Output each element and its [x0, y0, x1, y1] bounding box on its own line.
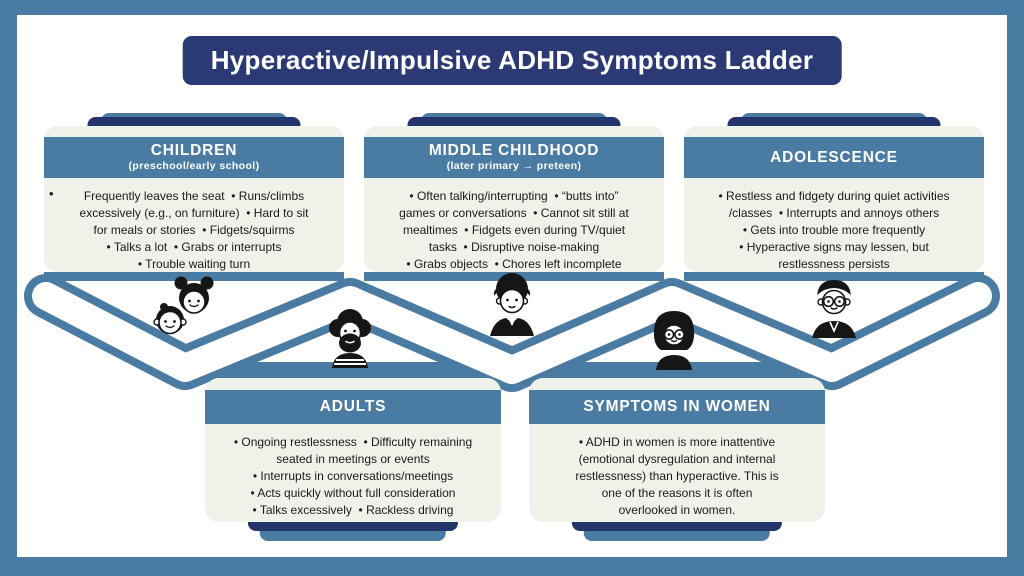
card-middle-header: MIDDLE CHILDHOOD (later primary → pretee… [364, 137, 664, 178]
card-adults-title: ADULTS [319, 398, 387, 416]
ribbon-band-core [32, 282, 992, 384]
card-children-title: CHILDREN [150, 142, 238, 160]
card-women-face: SYMPTOMS IN WOMEN • ADHD in women is mor… [529, 378, 825, 522]
card-children-body: Frequently leaves the seat • Runs/climbs… [79, 189, 309, 272]
bearded-man-avatar [329, 309, 371, 368]
ribbon-bottom-strips [213, 362, 817, 380]
card-adults-header: ADULTS [205, 390, 501, 424]
card-adults-face: ADULTS • Ongoing restlessness • Difficul… [205, 378, 501, 522]
card-adults-body: • Ongoing restlessness • Difficulty rema… [233, 435, 473, 518]
card-women-header: SYMPTOMS IN WOMEN [529, 390, 825, 424]
card-adolescence: ADOLESCENCE • Restless and fidgety durin… [684, 113, 984, 272]
card-children-face: CHILDREN (preschool/early school) • Freq… [44, 126, 344, 272]
two-children-avatar [153, 276, 214, 335]
card-adolescence-body: • Restless and fidgety during quiet acti… [718, 189, 950, 272]
card-middle-title: MIDDLE CHILDHOOD [428, 142, 600, 160]
young-man-avatar [490, 273, 534, 336]
card-symptoms-in-women: SYMPTOMS IN WOMEN • ADHD in women is mor… [529, 378, 825, 541]
card-adults: ADULTS • Ongoing restlessness • Difficul… [205, 378, 501, 541]
page-title: Hyperactive/Impulsive ADHD Symptoms Ladd… [210, 45, 814, 75]
card-women-title: SYMPTOMS IN WOMEN [583, 398, 771, 416]
card-women-body: • ADHD in women is more inattentive (emo… [575, 435, 779, 518]
card-adolescence-face: ADOLESCENCE • Restless and fidgety durin… [684, 126, 984, 272]
card-children-header: CHILDREN (preschool/early school) [44, 137, 344, 178]
title-banner: Hyperactive/Impulsive ADHD Symptoms Ladd… [182, 36, 842, 85]
woman-glasses-avatar [653, 311, 695, 370]
card-middle-face: MIDDLE CHILDHOOD (later primary → pretee… [364, 126, 664, 272]
card-children: CHILDREN (preschool/early school) • Freq… [44, 113, 344, 272]
card-middle-body: • Often talking/interrupting • “butts in… [399, 189, 629, 272]
card-middle-subtitle: (later primary → preteen) [446, 160, 582, 173]
card-adolescence-title: ADOLESCENCE [770, 148, 898, 166]
card-middle-childhood: MIDDLE CHILDHOOD (later primary → pretee… [364, 113, 664, 272]
card-children-subtitle: (preschool/early school) [128, 160, 260, 173]
card-adolescence-header: ADOLESCENCE [684, 137, 984, 178]
stray-bullet: • [49, 186, 54, 201]
man-glasses-avatar [812, 280, 856, 338]
